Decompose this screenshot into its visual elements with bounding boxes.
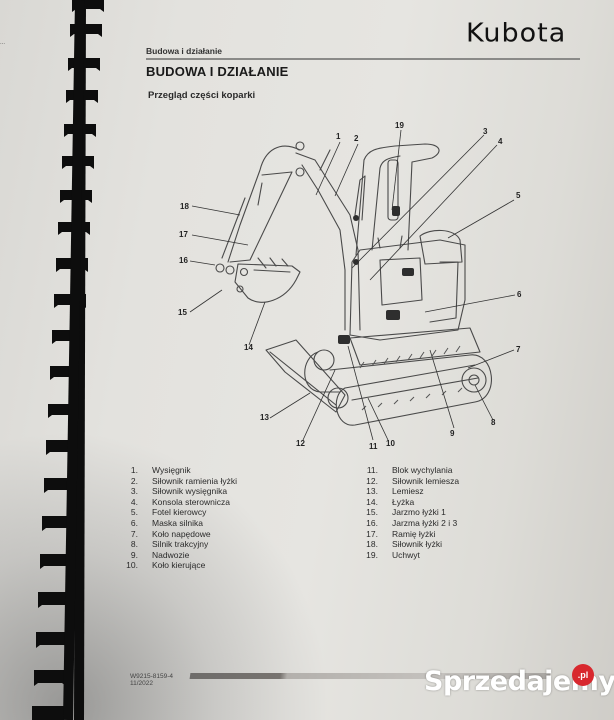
- callout-8: 8: [491, 418, 496, 427]
- brand-logo: Kubota: [466, 18, 567, 49]
- callout-3: 3: [483, 127, 488, 136]
- legend-item: 6.Maska silnika: [130, 517, 204, 528]
- legend-item: 16.Jarzma łyżki 2 i 3: [366, 517, 458, 528]
- callout-11: 11: [369, 442, 378, 451]
- legend-item: 7.Koło napędowe: [130, 528, 211, 539]
- legend-item: 18.Siłownik łyżki: [366, 539, 443, 550]
- callout-10: 10: [386, 439, 395, 448]
- legend-item: 4.Konsola sterownicza: [130, 496, 230, 507]
- callout-14: 14: [244, 343, 253, 352]
- callout-6: 6: [517, 290, 522, 299]
- parts-legend-right: 11.Blok wychylania 12.Siłownik lemiesza …: [352, 465, 459, 560]
- callout-1: 1: [336, 132, 341, 141]
- page-title: BUDOWA I DZIAŁANIE: [146, 64, 289, 79]
- legend-item: 10.Koło kierujące: [126, 560, 206, 571]
- callout-13: 13: [260, 413, 269, 422]
- legend-item: 15.Jarzmo łyżki 1: [366, 507, 446, 518]
- callout-7: 7: [516, 345, 521, 354]
- legend-item: 3.Siłownik wysięgnika: [130, 486, 228, 497]
- legend-item: 5.Fotel kierowcy: [130, 507, 207, 518]
- watermark-badge: .pl: [572, 664, 594, 686]
- callout-5: 5: [516, 191, 521, 200]
- callout-18: 18: [180, 202, 189, 211]
- legend-item: 14.Łyżka: [366, 496, 415, 507]
- footer-doc-info: W9215-8159-4 11/2022: [130, 673, 173, 687]
- legend-item: 12.Siłownik lemiesza: [366, 475, 460, 486]
- legend-item: 9.Nadwozie: [130, 549, 190, 560]
- doc-code: W9215-8159-4: [130, 673, 173, 680]
- callout-19: 19: [395, 121, 404, 130]
- callout-16: 16: [179, 256, 188, 265]
- excavator-diagram: 1 2 19 3 4 5 6 7 8 9 10 11 12 13 14 15 1…: [178, 121, 522, 451]
- callout-12: 12: [296, 439, 305, 448]
- legend-item: 1.Wysięgnik: [130, 465, 191, 475]
- spiral-binding: [32, 0, 104, 720]
- previous-page-fragment: ...: [0, 40, 6, 46]
- parts-legend-left: 1.Wysięgnik 2.Siłownik ramienia łyżki 3.…: [108, 465, 237, 571]
- callout-2: 2: [354, 134, 359, 143]
- running-header: Budowa i działanie: [146, 46, 223, 56]
- callout-17: 17: [179, 230, 188, 239]
- legend-item: 8.Silnik trakcyjny: [130, 539, 209, 550]
- legend-item: 19.Uchwyt: [366, 549, 420, 560]
- callout-4: 4: [498, 137, 503, 146]
- callout-15: 15: [178, 308, 187, 317]
- legend-item: 11.Blok wychylania: [366, 465, 453, 475]
- callout-9: 9: [450, 429, 455, 438]
- legend-item: 17.Ramię łyżki: [366, 528, 436, 539]
- header-divider: [146, 58, 580, 60]
- section-subtitle: Przegląd części koparki: [148, 90, 256, 101]
- legend-item: 2.Siłownik ramienia łyżki: [130, 475, 238, 486]
- doc-date: 11/2022: [130, 680, 154, 687]
- legend-item: 13.Lemiesz: [366, 486, 424, 497]
